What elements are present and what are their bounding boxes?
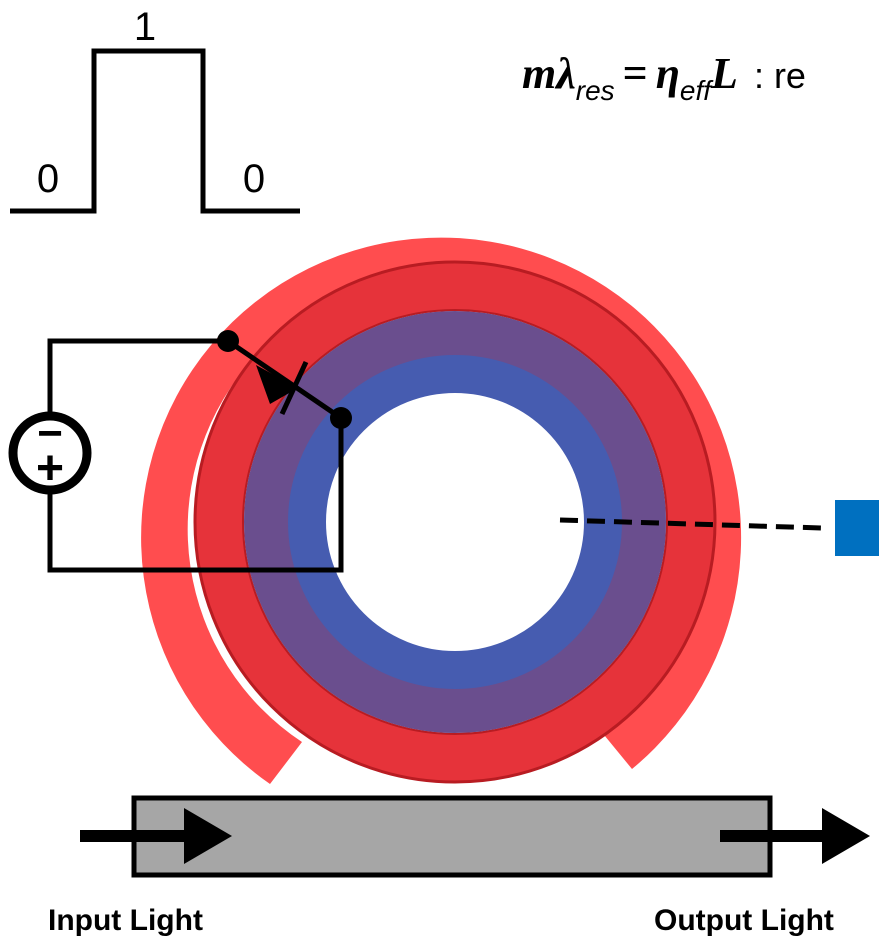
source-plus: +: [36, 442, 64, 495]
output-arrow-head: [822, 808, 870, 864]
equation-text: mλres =ηeffL : re: [522, 49, 806, 106]
circuit-wire-top: [47, 338, 228, 415]
pulse-trace: [10, 48, 300, 214]
ring-red-layer: [194, 261, 716, 783]
circuit-wire-bottom: [47, 418, 344, 573]
resonance-equation: mλres =ηeffL : re: [522, 49, 806, 106]
blue-marker: [835, 500, 879, 556]
output-light-label: Output Light: [654, 904, 834, 937]
microring: [193, 260, 717, 784]
eq-colon-text: : re: [744, 55, 806, 96]
eq-lambda-sub: res: [576, 75, 615, 106]
circuit-node-right: [330, 407, 352, 429]
dashed-pointer: [559, 517, 823, 531]
eq-eta: η: [656, 49, 680, 98]
pulse-low-right-label: 0: [243, 157, 265, 201]
input-light-label: Input Light: [48, 904, 203, 937]
eq-eta-sub: eff: [680, 75, 714, 106]
ring-red-edge-inner: [242, 309, 668, 735]
pulse-high-label: 1: [134, 5, 156, 49]
voltage-source-icon: [8, 411, 92, 495]
diode-bar: [279, 360, 309, 416]
bias-circuit: − +: [8, 330, 352, 573]
pulse-waveform: 1 0 0: [10, 5, 300, 214]
diode-wire: [226, 338, 343, 421]
bus-waveguide: [80, 795, 870, 878]
ring-red-edge-outer: [193, 260, 717, 784]
diode-triangle-icon: [256, 365, 298, 404]
eq-lambda: λ: [554, 49, 576, 98]
eq-m: m: [522, 49, 556, 98]
eq-length: L: [710, 49, 738, 98]
source-minus: −: [37, 409, 63, 458]
input-arrow-head: [184, 808, 232, 864]
eq-equals: =: [623, 49, 648, 98]
pulse-low-left-label: 0: [37, 157, 59, 201]
circuit-node-left: [217, 330, 239, 352]
